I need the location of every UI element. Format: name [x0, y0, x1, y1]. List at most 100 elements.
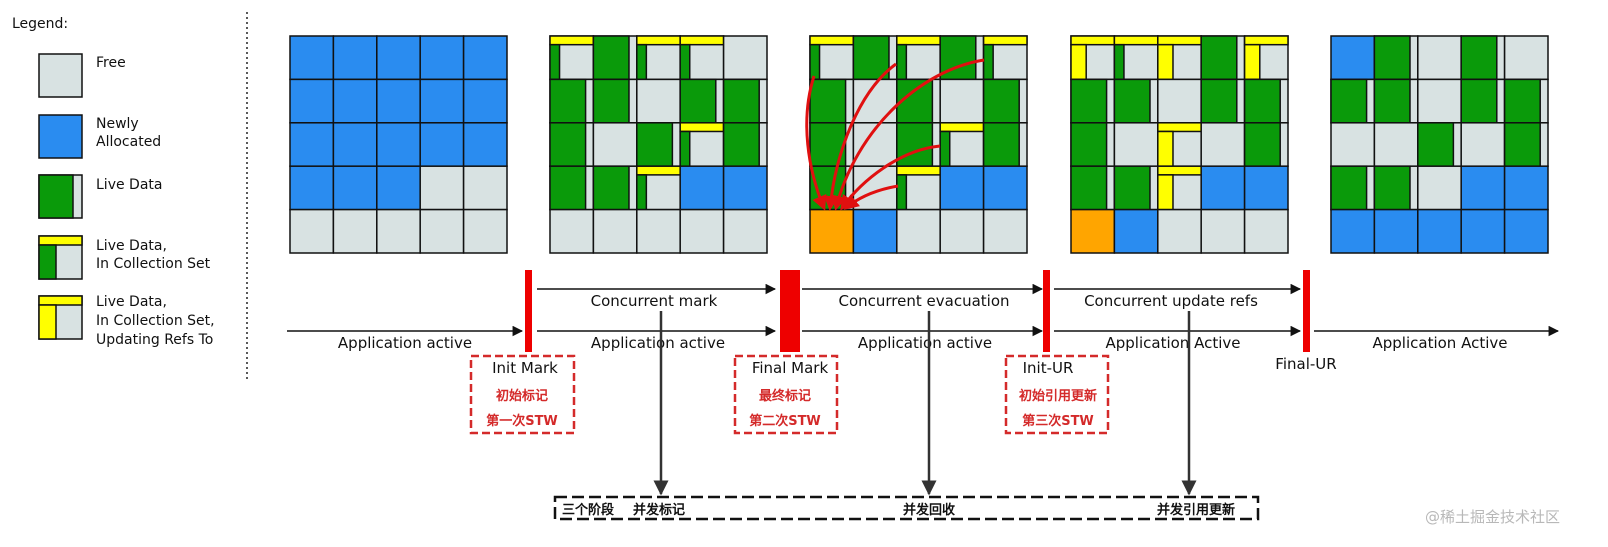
region-live-fill: [1070, 78, 1108, 124]
region-live-fill: [1460, 35, 1498, 81]
region-live-fill: [809, 78, 847, 124]
region-new: [1503, 208, 1549, 254]
legend-item-newly-allocated: Newly Allocated: [38, 114, 161, 159]
region-live-fill: [592, 78, 630, 124]
legend-swatch-live: [38, 174, 74, 219]
region-live-fill: [982, 78, 1020, 124]
phase-summary-arrows: [653, 311, 1197, 496]
summary-stage: 并发引用更新: [1157, 502, 1235, 518]
region-free: [592, 208, 638, 254]
region-free: [592, 122, 638, 167]
region-new: [289, 35, 335, 81]
region-new: [419, 35, 465, 81]
region-free: [852, 78, 898, 124]
pause-box-final-mark: Final Mark 最终标记 第二次STW: [733, 354, 839, 435]
legend-label: In Collection Set: [96, 256, 211, 272]
region-new: [376, 165, 421, 211]
region-new: [332, 122, 378, 167]
region-new: [376, 122, 421, 167]
region-live-fill: [679, 78, 717, 124]
region-free: [636, 78, 681, 124]
region-updating-fill: [1157, 43, 1174, 81]
region-free: [1417, 35, 1462, 81]
region-live-fill: [982, 122, 1020, 167]
region-free: [1373, 122, 1419, 167]
region-cset-bar: [679, 122, 725, 133]
region-cset-live: [809, 43, 821, 81]
summary-box: 三个阶段 并发标记 并发回收 并发引用更新: [553, 495, 1260, 521]
region-new: [722, 165, 768, 211]
legend-title: Legend:: [12, 16, 68, 32]
region-cset-live: [896, 174, 908, 211]
region-updating-bar: [1157, 35, 1202, 46]
region-live-fill: [549, 122, 587, 167]
heap-grid-2: [549, 35, 768, 254]
region-cset-bar: [982, 35, 1028, 46]
region-new: [289, 122, 335, 167]
region-free: [376, 208, 421, 254]
region-free: [939, 208, 985, 254]
concurrent-phase-label: Concurrent mark: [591, 292, 718, 310]
watermark: @稀土掘金技术社区: [1425, 508, 1560, 526]
heap-grid-3: [809, 35, 1028, 254]
legend-item-free: Free: [38, 53, 126, 98]
application-timeline: Application active Application active Ap…: [287, 325, 1560, 352]
legend-swatch-cset-live: [38, 244, 57, 280]
region-free: [419, 165, 465, 211]
region-free: [549, 208, 595, 254]
summary-stage: 并发回收: [903, 502, 956, 518]
legend-label: In Collection Set,: [96, 313, 215, 329]
region-free: [679, 208, 725, 254]
application-active-label: Application active: [338, 334, 472, 352]
region-cset-live: [636, 43, 648, 81]
region-new: [419, 78, 465, 124]
summary-stage: 并发标记: [633, 502, 685, 518]
region-cset-live: [549, 43, 561, 81]
pause-name-final-ur: Final-UR: [1275, 355, 1336, 373]
pause-name-cn: 最终标记: [759, 388, 811, 404]
region-live-fill: [1200, 35, 1238, 81]
legend: Legend: Free Newly Allocated Live Data L…: [12, 16, 215, 348]
region-free: [1460, 122, 1506, 167]
region-new: [1460, 208, 1506, 254]
region-free: [462, 208, 508, 254]
region-updating-fill: [1070, 43, 1087, 81]
region-updating-fill: [1157, 174, 1174, 211]
concurrent-phase-label: Concurrent evacuation: [838, 292, 1009, 310]
region-cset-live: [982, 43, 994, 81]
region-live-fill: [722, 78, 760, 124]
region-cset-bar: [896, 165, 941, 176]
region-live-fill: [1503, 78, 1541, 124]
region-new: [462, 78, 508, 124]
region-cset-bar: [1113, 35, 1159, 46]
legend-label: Live Data,: [96, 294, 167, 310]
pause-bar-init-ur: [1043, 270, 1050, 352]
region-evacuated: [809, 208, 855, 254]
pause-name: Final Mark: [752, 359, 829, 377]
region-new: [1330, 208, 1376, 254]
region-cset-bar: [679, 35, 725, 46]
legend-swatch-ur-bar: [38, 295, 83, 306]
region-cset-bar: [636, 35, 681, 46]
region-live-fill: [1200, 78, 1238, 124]
region-updating-bar: [1243, 35, 1289, 46]
region-live-fill: [1330, 78, 1368, 124]
heap-grid-1: [289, 35, 508, 254]
region-free: [939, 78, 985, 124]
region-new: [852, 208, 898, 254]
region-free: [1157, 208, 1202, 254]
region-updating-bar: [1157, 165, 1202, 176]
evacuation-arrows: [805, 58, 985, 211]
region-live-fill: [1070, 165, 1108, 211]
region-cset-bar: [896, 35, 941, 46]
region-live-fill: [1417, 122, 1455, 167]
region-new: [462, 122, 508, 167]
legend-swatch-new: [38, 114, 83, 159]
pause-box-init-mark: Init Mark 初始标记 第一次STW: [469, 354, 576, 435]
pause-name-cn: 初始标记: [496, 388, 548, 404]
region-live-fill: [896, 122, 934, 167]
region-new: [332, 35, 378, 81]
region-free: [982, 208, 1028, 254]
region-free: [1157, 78, 1202, 124]
